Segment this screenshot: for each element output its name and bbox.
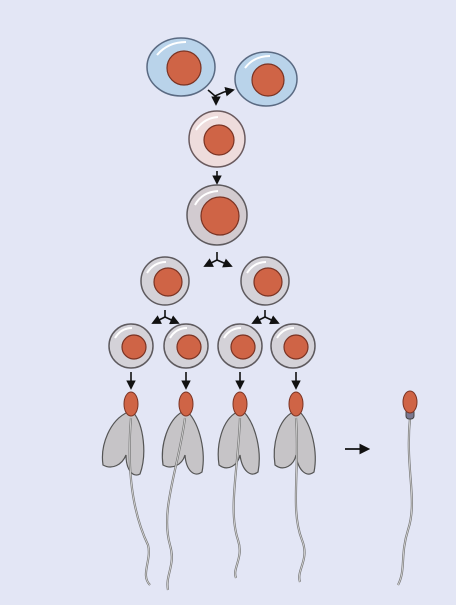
- spermatozoon-immature-3: [217, 391, 260, 579]
- primary-spermatocyte: [186, 184, 248, 246]
- stem-cell-left: [146, 37, 216, 97]
- secondary-spermatocyte-right: [240, 256, 290, 306]
- arrow-stem-split: [207, 89, 225, 97]
- spermatozoon-mature: [397, 390, 418, 586]
- arrow-meiosis-1: [203, 252, 233, 268]
- arrow-meiosis-2-left: [151, 310, 180, 325]
- spermatid-2: [163, 323, 209, 369]
- spermatozoon-immature-1: [101, 391, 151, 586]
- arrow-meiosis-2-right: [251, 310, 280, 325]
- arrow-right-1: [223, 86, 235, 97]
- secondary-spermatocyte-left: [140, 256, 190, 306]
- spermatid-1: [108, 323, 154, 369]
- spermatozoon-immature-4: [273, 391, 316, 583]
- spermatid-4: [270, 323, 316, 369]
- spermatozoon-immature-2: [161, 391, 204, 591]
- stem-cell-right: [234, 51, 298, 107]
- spermatid-3: [217, 323, 263, 369]
- primary-spermatocyte-early: [188, 110, 246, 168]
